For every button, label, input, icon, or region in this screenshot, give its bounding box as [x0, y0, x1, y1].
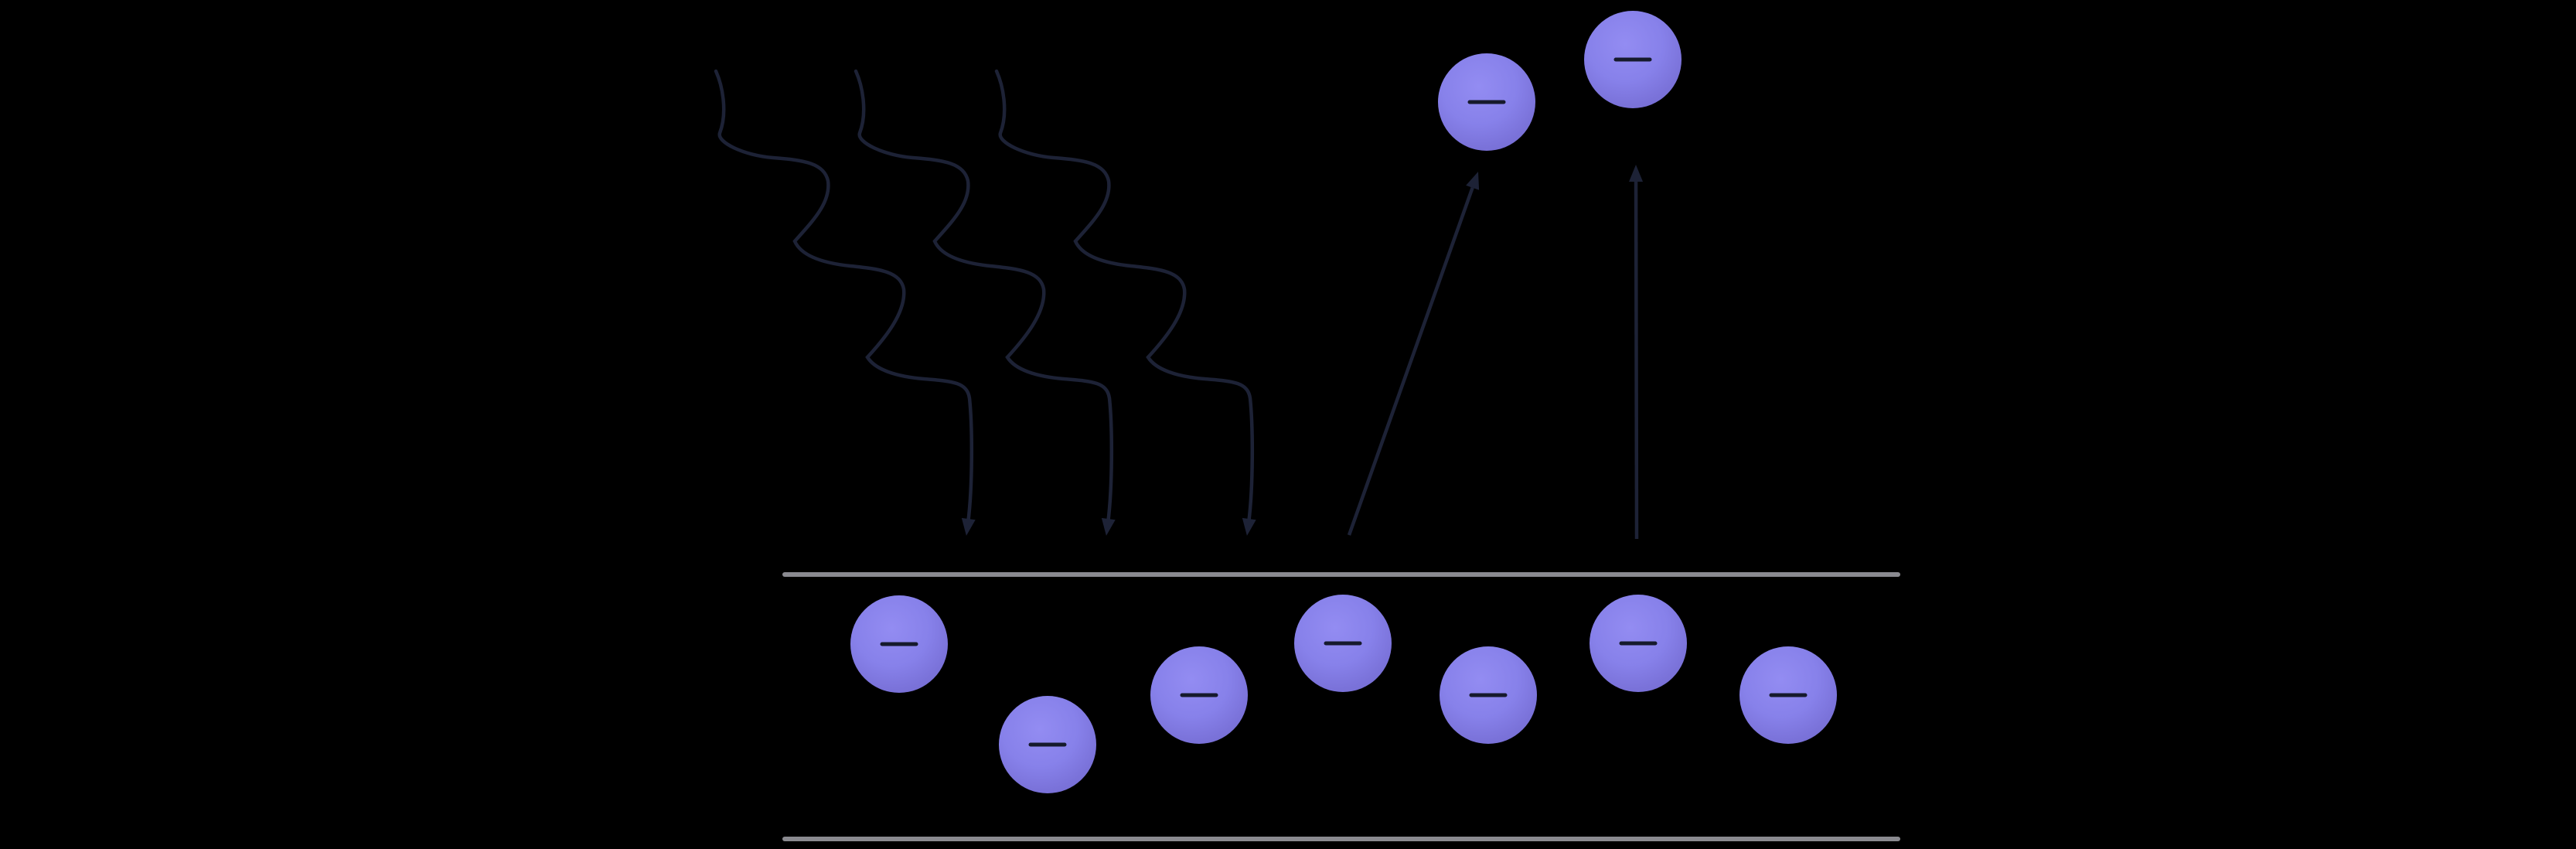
- incident-light-waves: [714, 69, 1256, 536]
- electron-in-metal: [1739, 646, 1837, 744]
- photon-wave-2: [854, 69, 1116, 536]
- electron-ejection-arrows: [1347, 165, 1644, 540]
- photon-wave-path: [854, 69, 1114, 526]
- photon-wave-arrowhead-icon: [961, 517, 976, 536]
- electron-in-metal: [1590, 595, 1687, 692]
- photon-wave-path: [994, 69, 1255, 526]
- electrons: [850, 11, 1837, 793]
- ejection-arrow-1: [1347, 172, 1480, 536]
- ejected-electron: [1584, 11, 1682, 108]
- electron-in-metal: [999, 696, 1096, 793]
- ejected-electron: [1438, 53, 1535, 151]
- ejection-arrow-shaft: [1347, 186, 1474, 536]
- photon-wave-arrowhead-icon: [1101, 517, 1116, 536]
- ejection-arrow-2: [1629, 165, 1644, 540]
- electron-in-metal: [850, 595, 948, 693]
- ejection-arrow-shaft: [1634, 181, 1639, 540]
- ejection-arrow-arrowhead-icon: [1629, 165, 1644, 182]
- electron-in-metal: [1150, 646, 1248, 744]
- electron-in-metal: [1294, 595, 1392, 692]
- ejection-arrow-arrowhead-icon: [1466, 172, 1480, 190]
- photon-wave-arrowhead-icon: [1242, 517, 1256, 536]
- photon-wave-3: [994, 69, 1256, 536]
- metal-surface-lines: [782, 572, 1900, 841]
- electron-in-metal: [1440, 646, 1537, 744]
- photon-wave-path: [714, 69, 974, 526]
- photon-wave-1: [714, 69, 976, 536]
